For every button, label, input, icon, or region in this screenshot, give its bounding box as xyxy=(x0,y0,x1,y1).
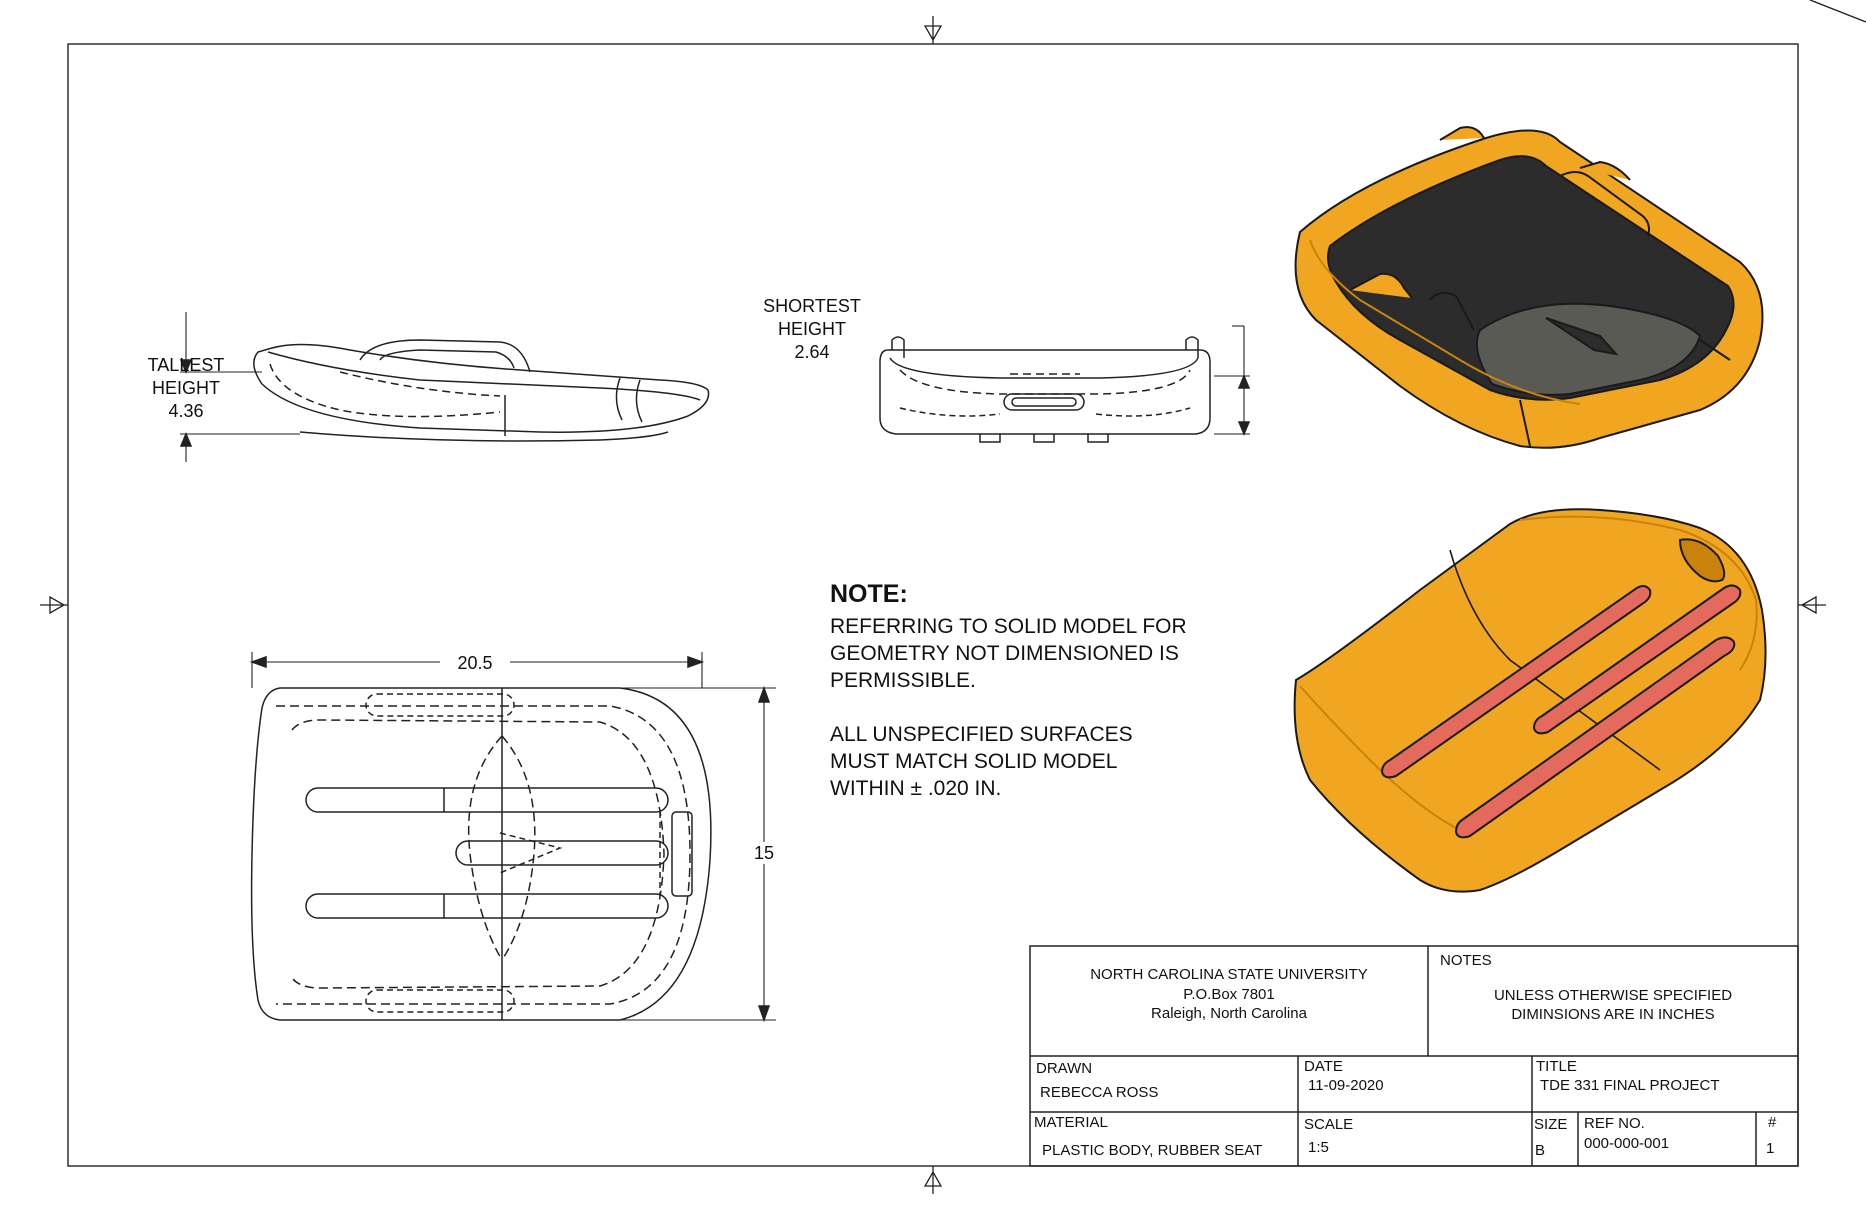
sheet-number-label: # xyxy=(1768,1114,1777,1131)
shortest-value: 2.64 xyxy=(794,342,830,362)
side-view xyxy=(179,312,710,462)
note-line: MUST MATCH SOLID MODEL xyxy=(830,750,1118,773)
tallest-label-line1: TALLEST xyxy=(147,355,225,375)
sheet-number-value: 1 xyxy=(1766,1140,1775,1157)
note-heading: NOTE: xyxy=(830,580,908,608)
notes-line-1: UNLESS OTHERWISE SPECIFIED xyxy=(1493,987,1733,1004)
institution-city: Raleigh, North Carolina xyxy=(1151,1005,1307,1022)
shortest-label-line1: SHORTEST xyxy=(763,296,861,316)
front-view xyxy=(879,325,1251,443)
date-label: DATE xyxy=(1304,1058,1343,1075)
tallest-value: 4.36 xyxy=(168,401,204,421)
note-line: PERMISSIBLE. xyxy=(830,669,976,692)
centering-marks xyxy=(40,16,1826,1194)
material-value: PLASTIC BODY, RUBBER SEAT xyxy=(1042,1142,1263,1159)
title-block-grid xyxy=(1029,945,1799,1167)
material-label: MATERIAL xyxy=(1034,1114,1108,1131)
length-dimension: 20.5 xyxy=(440,652,510,674)
note-line: REFERRING TO SOLID MODEL FOR xyxy=(830,615,1187,638)
width-dimension: 15 xyxy=(746,842,782,864)
title-label: TITLE xyxy=(1536,1058,1577,1075)
institution-address: P.O.Box 7801 xyxy=(1183,986,1275,1003)
ref-no-value: 000-000-001 xyxy=(1584,1135,1670,1152)
notes-line-2: DIMINSIONS ARE IN INCHES xyxy=(1511,1006,1715,1023)
isometric-bottom-view xyxy=(1293,508,1767,893)
note-line: WITHIN ± .020 IN. xyxy=(830,777,1002,800)
institution-name: NORTH CAROLINA STATE UNIVERSITY xyxy=(1090,966,1368,983)
drawn-label: DRAWN xyxy=(1036,1060,1093,1077)
top-view xyxy=(249,652,776,1023)
tallest-label-line2: HEIGHT xyxy=(151,378,220,398)
date-value: 11-09-2020 xyxy=(1308,1077,1384,1094)
scale-label: SCALE xyxy=(1304,1116,1354,1133)
note-line: ALL UNSPECIFIED SURFACES xyxy=(830,723,1133,746)
notes-label: NOTES xyxy=(1440,952,1492,969)
isometric-top-view xyxy=(1294,126,1764,449)
ref-no-label: REF NO. xyxy=(1584,1115,1645,1132)
size-value: B xyxy=(1535,1142,1546,1159)
shortest-label-line2: HEIGHT xyxy=(777,319,846,339)
note-line: GEOMETRY NOT DIMENSIONED IS xyxy=(830,642,1179,665)
title-value: TDE 331 FINAL PROJECT xyxy=(1540,1077,1720,1094)
drawn-value: REBECCA ROSS xyxy=(1040,1084,1159,1101)
scale-value: 1:5 xyxy=(1308,1139,1329,1156)
size-label: SIZE xyxy=(1534,1116,1568,1133)
